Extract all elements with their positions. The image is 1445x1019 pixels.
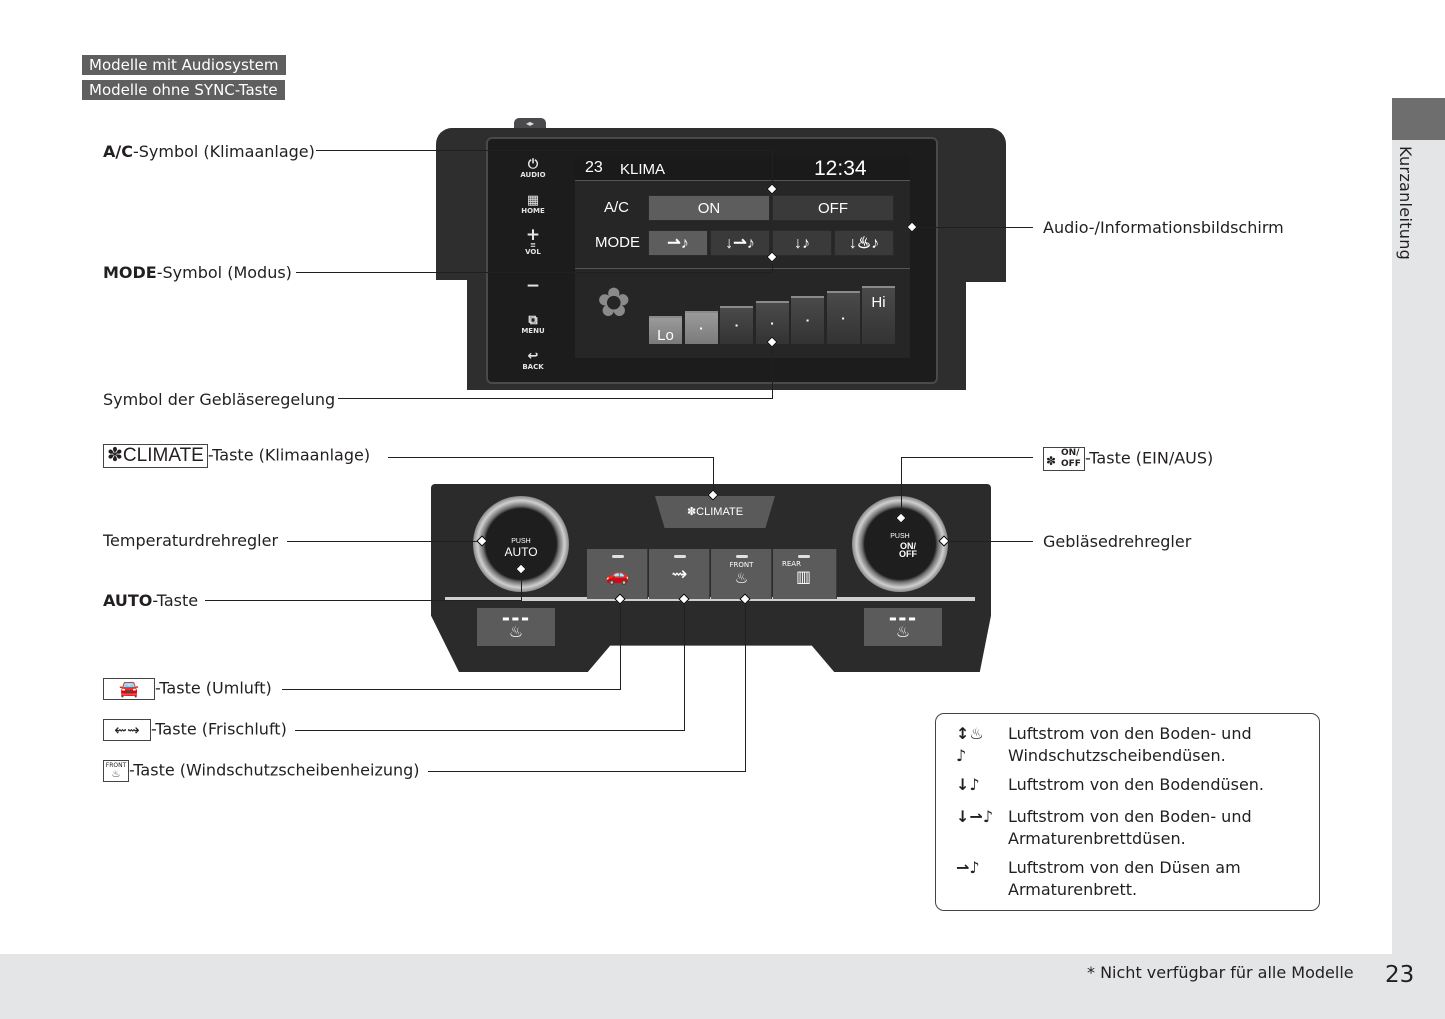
seat-heater-right-button: ▬▬▬ ♨ [864,608,942,646]
screen-title: KLIMA [620,161,666,178]
fan-level-3: ▪ [720,306,753,344]
fan-level-2: ▪ [684,311,718,344]
mode-floor-button: ↓♪ [772,230,832,256]
ac-on-button: ON [648,195,770,221]
callout-fresh-air-key: ⇜⇝-Taste (Frischluft) [103,719,287,741]
fan-level-1: Lo [649,316,682,344]
back-button: ↩ BACK [512,350,554,371]
climate-screen: 23 KLIMA 12:34 A/C ON OFF MODE ⇀♪ ↓⇀♪ ↓♪… [575,156,910,358]
rear-defroster-icon: ▥ [795,567,812,586]
model-tag-audio: Modelle mit Audiosystem [82,55,286,75]
fan-onoff-button: ON/ [899,541,916,551]
callout-temperature-dial: Temperaturdrehregler [103,531,279,550]
climate-key-icon: ✽CLIMATE [103,444,208,468]
ac-off-button: OFF [772,195,894,221]
volume-up-button: + ≡ VOL [512,225,554,257]
footnote: * Nicht verfügbar für alle Modelle [1087,963,1354,982]
volume-down-button: − [512,276,554,296]
callout-recirculation-key: 🚘-Taste (Umluft) [103,678,272,700]
callout-onoff-key: ✽ ON/ OFF -Taste (EIN/AUS) [1043,447,1213,471]
seat-heater-icon: ♨ [508,622,524,641]
menu-button: ⧉ MENU [512,314,554,335]
rear-defroster-button: REAR ▥ [773,549,837,599]
mode-dashboard-button: ⇀♪ [648,230,708,256]
model-tag-no-sync: Modelle ohne SYNC-Taste [82,80,285,100]
mode-label: MODE [595,234,640,251]
fan-onoff-icon: ✽ ON/ OFF [1043,447,1085,471]
menu-icon: ⧉ [528,313,538,328]
grid-icon: ▦ [526,193,540,208]
airflow-legend: ↕♨♪ Luftstrom von den Boden- und Windsch… [935,713,1320,911]
fan-level-7: Hi [862,286,895,344]
mode-floor-windshield-button: ↓♨♪ [834,230,894,256]
callout-auto-key: AUTO-Taste [103,591,199,610]
mode-floor-dashboard-button: ↓⇀♪ [710,230,770,256]
page-number: 23 [1385,962,1415,988]
fan-dial [852,496,948,592]
dashboard-vents-icon: ⇀♪ [956,858,980,877]
floor-windshield-vents-icon: ↕♨♪ [956,724,984,765]
side-tab-label[interactable]: Kurzanleitung [1396,146,1415,261]
floor-vents-icon: ↓♪ [794,235,810,252]
recirculation-button: 🚗 [587,549,648,599]
fan-level-6: ▪ [826,291,860,344]
ac-label: A/C [604,199,630,216]
floor-vents-icon: ↓♪ [956,775,980,794]
front-defroster-icon: FRONT♨ [103,760,129,782]
front-defroster-icon: ♨ [734,569,749,587]
callout-fan-symbol: Symbol der Gebläseregelung [103,390,336,409]
callout-screen: Audio-/Informationsbildschirm [1043,218,1284,237]
fresh-air-icon: ⇜⇝ [103,719,151,741]
recirculation-icon: 🚗 [605,564,630,586]
volume-bars-icon: ≡ [530,241,536,249]
auto-button: AUTO [504,545,538,559]
recirculation-icon: 🚘 [103,678,155,700]
floor-dashboard-vents-icon: ↓⇀♪ [956,807,994,826]
plus-icon: + [525,225,541,245]
floor-windshield-vents-icon: ↓♨♪ [848,235,880,252]
fan-icon: ✿ [597,280,631,326]
seat-heater-icon: ♨ [895,622,911,641]
floor-dashboard-vents-icon: ↓⇀♪ [725,235,755,252]
callout-front-defroster-key: FRONT♨-Taste (Windschutzscheibenheizung) [103,760,420,782]
climate-button: ✽CLIMATE [655,496,775,528]
fan-level-5: ▪ [791,296,824,344]
callout-mode-symbol: MODE-Symbol (Modus) [103,263,292,282]
side-tab[interactable] [1392,140,1445,954]
power-knob: ◂▸ [514,118,546,130]
screen-clock: 12:34 [814,157,867,180]
screen-temperature: 23 [585,159,603,176]
callout-climate-key: ✽CLIMATE-Taste (Klimaanlage) [103,444,370,468]
fresh-air-icon: ⇝ [671,563,688,585]
minus-icon: − [525,276,541,296]
footer-bar [0,954,1445,1019]
screen-header: 23 KLIMA 12:34 [575,156,910,181]
fresh-air-button: ⇝ [649,549,710,599]
power-icon: ⏻ [527,157,539,172]
seat-heater-left-button: ▬▬▬ ♨ [477,608,555,646]
side-tab-marker [1392,98,1445,140]
back-arrow-icon: ↩ [527,349,539,364]
dashboard-vents-icon: ⇀♪ [667,235,689,252]
callout-fan-dial: Gebläsedrehregler [1043,532,1192,551]
audio-button: ⏻ AUDIO [512,158,554,179]
front-defroster-button: FRONT ♨ [711,549,772,599]
home-button: ▦ HOME [512,194,554,215]
callout-ac-symbol: A/C-Symbol (Klimaanlage) [103,142,315,161]
